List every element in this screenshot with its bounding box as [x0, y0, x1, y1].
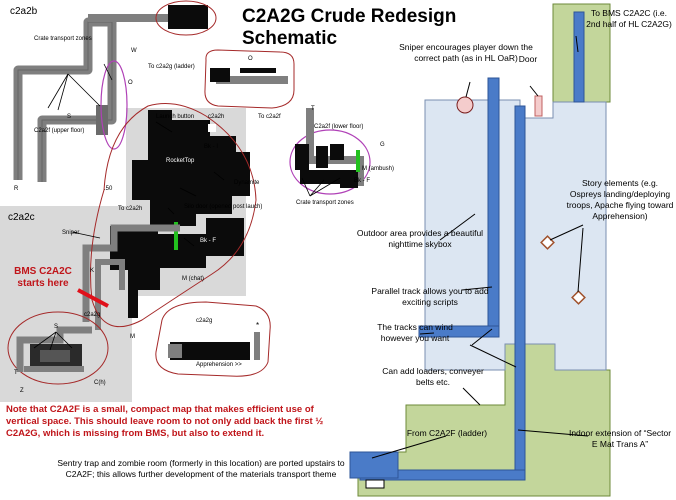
- dynamite-label: Dynamite: [234, 180, 260, 186]
- ladder-block: [349, 451, 399, 479]
- parallel-note: Parallel track allows you to add excitin…: [371, 286, 489, 307]
- sentry-note: Sentry trap and zombie room (formerly in…: [57, 458, 345, 479]
- letter-z: Z: [20, 388, 24, 394]
- upper-small-block: [210, 68, 230, 82]
- c2a2g-track: [16, 326, 92, 372]
- m-chat-label: M (chat): [182, 276, 205, 282]
- asterisk-label: *: [256, 321, 260, 330]
- outdoor-note: Outdoor area provides a beautiful nightt…: [356, 228, 484, 249]
- door-label: Door: [518, 54, 538, 64]
- rocket-top-label: RocketTop: [166, 158, 195, 164]
- c-h-label: C(h): [94, 380, 106, 386]
- sniper-note: Sniper encourages player down the correc…: [399, 42, 533, 63]
- sniper-map-label: Sniper: [62, 230, 80, 236]
- story-note: Story elements (e.g. Ospreys landing/dep…: [566, 178, 674, 221]
- lower-green-marker: [356, 150, 360, 172]
- page-title: C2A2G Crude Redesign Schematic: [242, 6, 457, 49]
- c2a2b-track: [13, 17, 117, 182]
- c2a2g-mid-label: c2a2g: [84, 312, 101, 318]
- ladder-marker: [365, 479, 385, 489]
- bk-f-lower-label: Bk - F: [354, 178, 370, 184]
- m-ambush-label: M (ambush): [362, 166, 395, 172]
- letter-t-2: T: [14, 370, 18, 376]
- loaders-note: Can add loaders, conveyer belts etc.: [382, 366, 484, 387]
- letter-m: M: [130, 334, 135, 340]
- c2a2h-red-outline: [90, 103, 257, 328]
- letter-w: W: [131, 48, 137, 54]
- wind-note: The tracks can wind however you want: [377, 322, 453, 343]
- c2a2g-right-label: c2a2g: [196, 318, 213, 324]
- upper-floor-label: C2a2f (upper floor): [34, 128, 85, 134]
- c2a2h-building: [132, 110, 250, 226]
- compact-map-note: Note that C2A2F is a small, compact map …: [6, 404, 324, 439]
- c2a2c-track: [82, 224, 180, 322]
- letter-s-2: S: [54, 324, 59, 330]
- letter-o-2: O: [248, 56, 253, 62]
- letter-o-1: O: [128, 80, 133, 86]
- c2a2f-upper-red-outline: [204, 49, 295, 109]
- top-track: [573, 11, 585, 103]
- crate-zones-top-label: Crate transport zones: [34, 36, 92, 42]
- door-marker: [534, 95, 543, 117]
- left-callouts: [33, 63, 341, 351]
- launch-button-label: Launch button: [156, 114, 195, 120]
- bk-i-label: Bk - I: [204, 144, 219, 150]
- main-track: [514, 105, 526, 477]
- c2a2g-red-outline: [7, 311, 109, 385]
- bms-red-arrow: [77, 288, 109, 308]
- right-schematic: [349, 3, 611, 497]
- to-c2a2g-red-outline: [155, 0, 217, 36]
- silo-green-bar: [174, 222, 178, 250]
- bms-starts-label: BMS C2A2C starts here: [14, 266, 72, 289]
- parallel-track-jog: [418, 325, 500, 338]
- apprehension-small-label: Apprehension >>: [196, 362, 242, 368]
- left-map: [0, 0, 371, 402]
- story-diamond-2: [571, 290, 586, 305]
- letter-t: T: [311, 106, 315, 112]
- indoor-note: Indoor extension of “Sector E Mat Trans …: [568, 428, 672, 449]
- upper-track-bar: [216, 76, 288, 84]
- letter-r: R: [14, 186, 19, 192]
- to-c2a2h-label: To c2a2h: [118, 206, 143, 212]
- letter-s-1: S: [67, 114, 72, 120]
- bk-f-mid-label: Bk - F: [200, 238, 216, 244]
- c2a2h-top-label: c2a2h: [208, 114, 225, 120]
- from-c2a2f-label: From C2A2F (ladder): [406, 428, 488, 438]
- c2a2c-label: c2a2c: [8, 212, 35, 223]
- fifty-label: .50: [104, 186, 113, 192]
- upper-bar: [240, 68, 276, 73]
- sniper-circle: [456, 96, 474, 114]
- to-bms-label: To BMS C2A2C (i.e. 2nd half of HL C2A2G): [586, 8, 672, 29]
- c2a2b-label: c2a2b: [10, 6, 38, 17]
- apprehension-block: [170, 342, 250, 360]
- crate-zones-bottom-label: Crate transport zones: [296, 200, 354, 206]
- letter-g: G: [380, 142, 385, 148]
- c2a2b-purple-outline: [100, 60, 128, 150]
- apprehension-red-outline: [155, 301, 271, 377]
- c2a2f-lower-purple-outline: [289, 129, 371, 195]
- right-callouts: [371, 35, 589, 459]
- c2a2b-top-block: [168, 5, 208, 29]
- to-c2a2g-ladder-label: To c2a2g (ladder): [148, 64, 195, 70]
- to-c2a2f-label: To c2a2f: [258, 114, 281, 120]
- c2a2b-top-pipe: [88, 14, 178, 22]
- letter-k: K: [90, 268, 95, 274]
- lower-floor-label: C2a2f (lower floor): [314, 124, 364, 130]
- c2a2h-lower-building: [110, 218, 244, 318]
- silo-door-label: Silo door (opened post lauch): [184, 204, 263, 210]
